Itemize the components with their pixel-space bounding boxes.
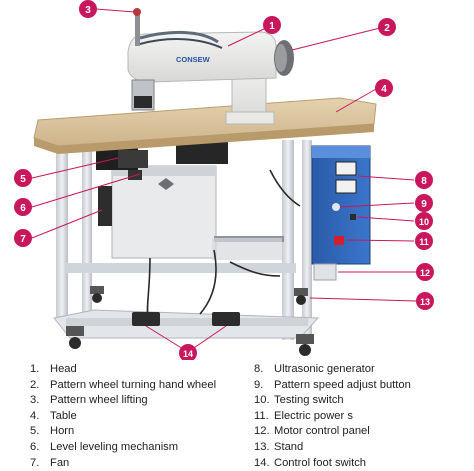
callout-5: 5: [14, 169, 32, 187]
generator-cabinet: [311, 145, 371, 281]
svg-text:1: 1: [269, 21, 275, 32]
legend-item: 12.Motor control panel: [254, 425, 370, 438]
parts-legend: 1.Head 2.Pattern wheel turning hand whee…: [0, 362, 474, 469]
callout-2: 2: [378, 18, 396, 36]
legend-item: 5.Horn: [30, 425, 75, 438]
callout-10: 10: [415, 212, 433, 230]
pattern-speed-knob: [332, 203, 340, 211]
svg-text:14: 14: [183, 349, 193, 359]
legend-item: 14.Control foot switch: [254, 456, 367, 469]
testing-switch: [350, 214, 356, 220]
svg-text:4: 4: [381, 84, 387, 95]
table-top: [33, 97, 377, 154]
callout-7: 7: [14, 229, 32, 247]
legend-item: 1.Head: [30, 363, 77, 375]
power-switch: [334, 236, 344, 245]
legend-item: 11.Electric power s: [254, 409, 353, 422]
stand: [53, 140, 320, 340]
callout-13: 13: [416, 292, 434, 310]
legend-item: 4.Table: [30, 409, 77, 422]
svg-text:5: 5: [20, 174, 26, 185]
callout-12: 12: [416, 263, 434, 281]
meter-bottom: [335, 179, 357, 194]
brand-label: CONSEW: [176, 55, 211, 64]
svg-text:3: 3: [85, 5, 91, 16]
legend-item: 2.Pattern wheel turning hand wheel: [30, 378, 217, 391]
svg-text:7: 7: [20, 234, 26, 245]
svg-text:8: 8: [421, 176, 427, 187]
legend-item: 9.Pattern speed adjust button: [254, 378, 411, 391]
callout-1: 1: [263, 16, 281, 34]
casters: [66, 286, 314, 356]
svg-text:2: 2: [384, 23, 390, 34]
motor-box: [98, 165, 284, 260]
svg-text:6: 6: [20, 203, 26, 214]
leader-lines: [31, 8, 417, 353]
svg-text:13: 13: [420, 297, 430, 307]
fan-unit: [98, 186, 112, 226]
callout-4: 4: [375, 79, 393, 97]
svg-text:11: 11: [419, 237, 429, 247]
meter-top: [335, 161, 357, 176]
callout-11: 11: [415, 232, 433, 250]
machine-head: CONSEW: [127, 8, 294, 125]
callout-6: 6: [14, 198, 32, 216]
machine-illustration: CONSEW: [14, 0, 434, 360]
motor-control-box: [313, 263, 337, 281]
legend-item: 13.Stand: [254, 440, 304, 453]
callout-14: 14: [179, 344, 197, 360]
foot-switches: [132, 312, 240, 326]
callout-8: 8: [415, 171, 433, 189]
legend-item: 10.Testing switch: [254, 394, 344, 407]
legend-item: 8.Ultrasonic generator: [254, 363, 375, 375]
legend-column-right: 8.Ultrasonic generator 9.Pattern speed a…: [254, 362, 411, 471]
legend-item: 3.Pattern wheel lifting: [30, 394, 148, 407]
svg-text:10: 10: [419, 217, 429, 227]
svg-text:12: 12: [420, 268, 430, 278]
legend-item: 6.Level leveling mechanism: [30, 440, 179, 453]
svg-text:9: 9: [421, 199, 427, 210]
legend-item: 7.Fan: [30, 456, 70, 469]
legend-column-left: 1.Head 2.Pattern wheel turning hand whee…: [30, 362, 216, 471]
callout-3: 3: [79, 0, 97, 18]
callout-9: 9: [415, 194, 433, 212]
